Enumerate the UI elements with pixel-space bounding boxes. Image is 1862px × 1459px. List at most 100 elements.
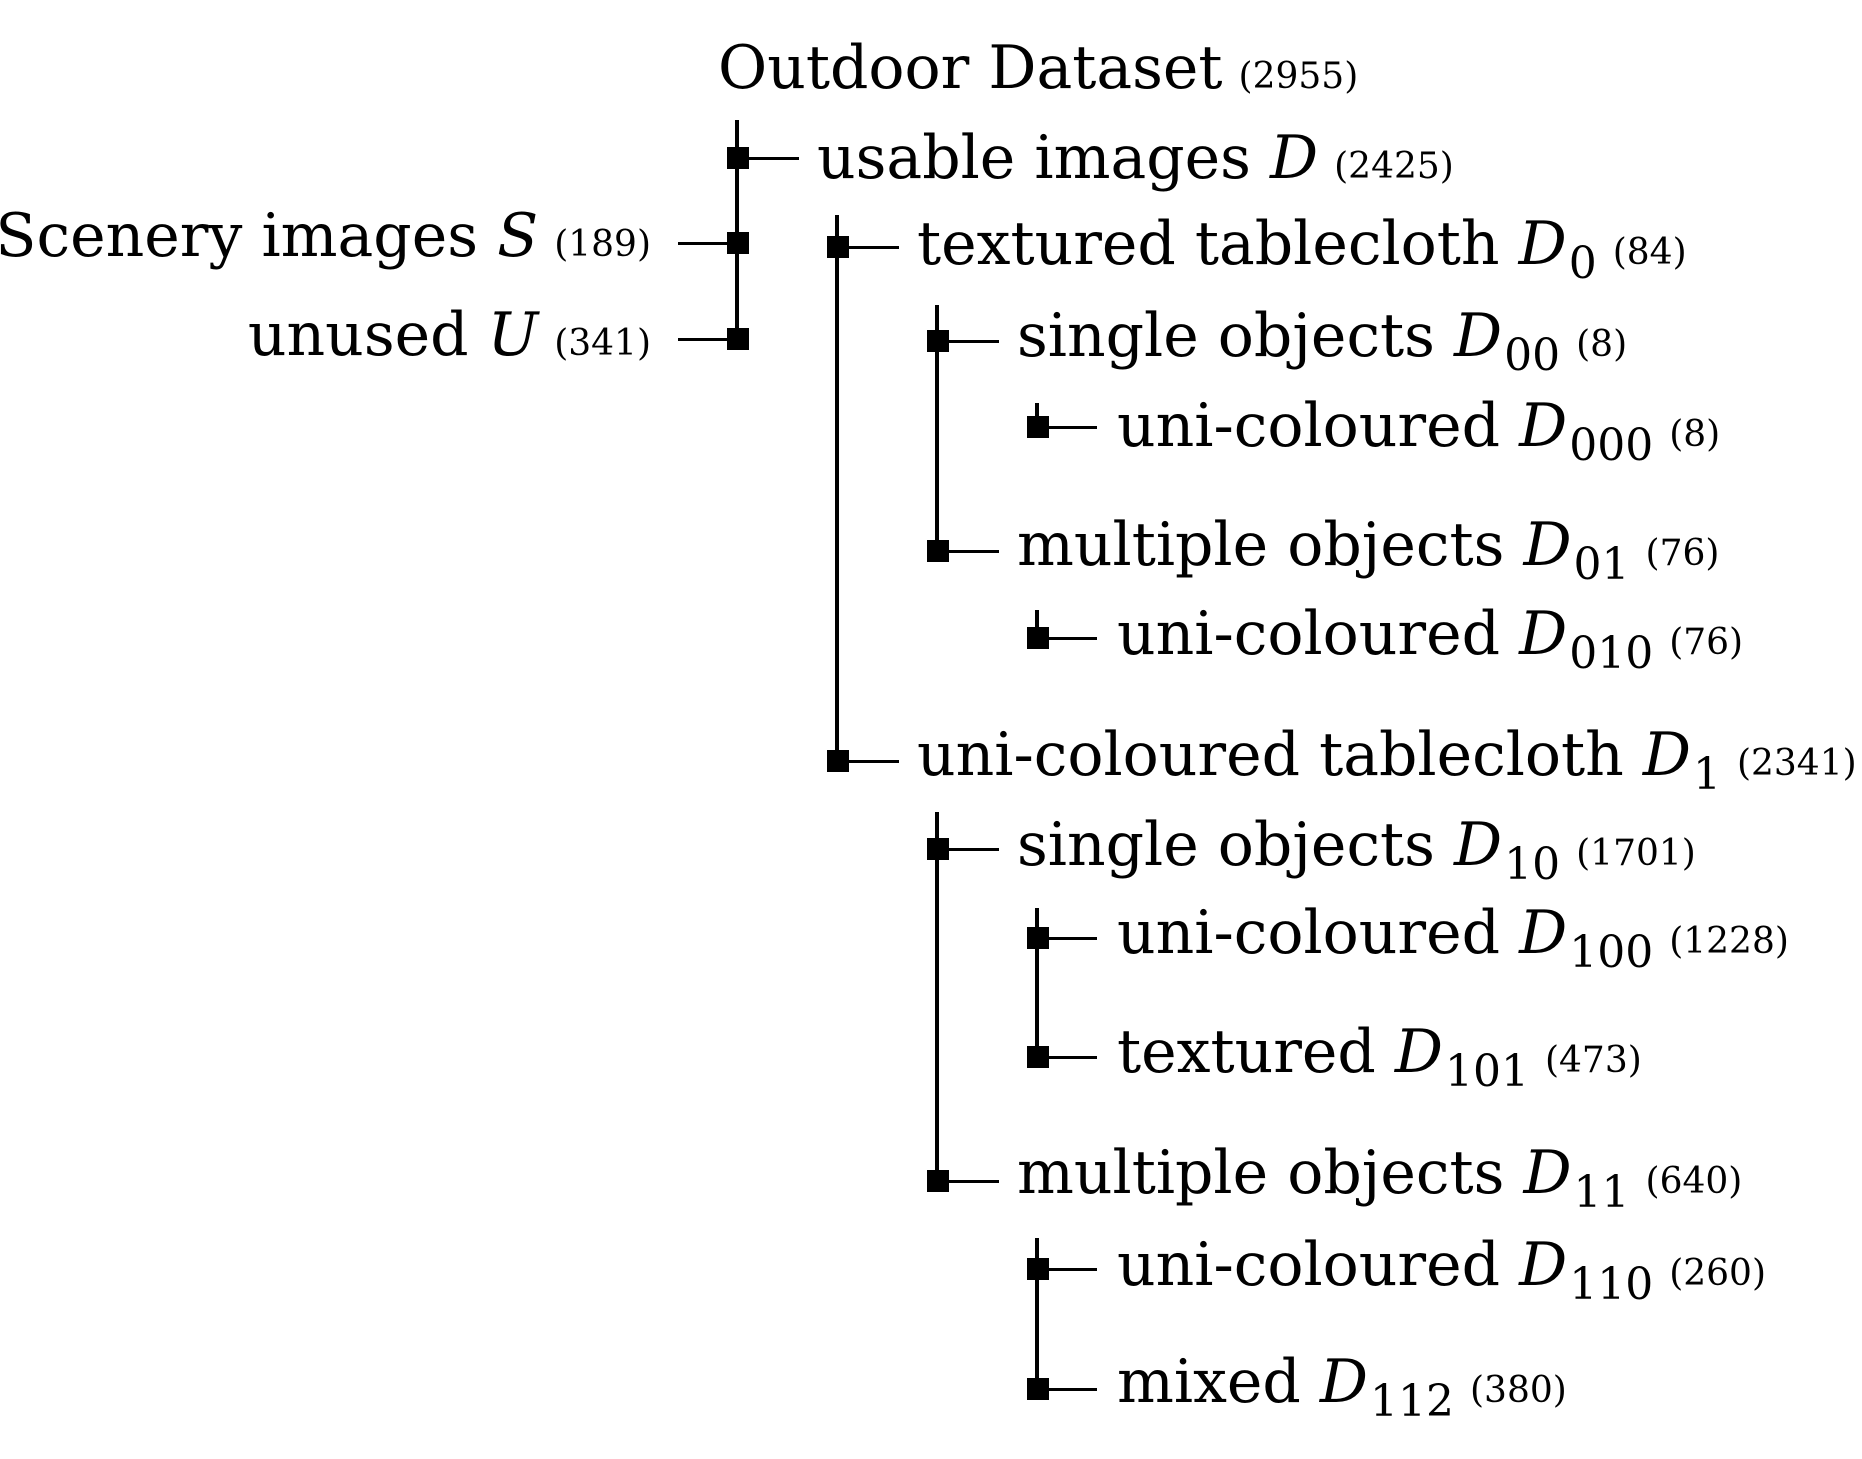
d01-subscript: 01 [1573,539,1630,590]
d0-symbol: D [1518,209,1567,279]
d1-subscript: 1 [1692,749,1721,800]
d101-label: textured [1117,1017,1376,1087]
d010-count: (76) [1669,622,1744,663]
edge-d110 [1037,1268,1097,1271]
d00-subscript: 00 [1504,330,1561,381]
node-marker-d10 [927,838,949,860]
d010-subscript: 010 [1569,628,1654,679]
d0-label: textured tablecloth [917,209,1500,279]
trunk-d11 [1035,1238,1039,1390]
trunk-d1 [935,812,939,1182]
scenery-symbol: S [497,201,539,271]
node-marker-d010 [1027,627,1049,649]
uni-coloured-d010-node: uni-coloured D010(76) [1117,604,1744,676]
usable-label: usable images [817,123,1251,193]
edge-d100 [1037,937,1097,940]
d000-count: (8) [1669,414,1721,455]
d11-subscript: 11 [1573,1167,1630,1218]
edge-d01 [937,550,999,553]
node-marker-d11 [927,1170,949,1192]
scenery-count: (189) [554,224,651,265]
root-label: Outdoor Dataset [718,33,1223,103]
uni-coloured-d000-node: uni-coloured D000(8) [1117,396,1721,468]
node-marker-d110 [1027,1258,1049,1280]
d01-count: (76) [1645,533,1720,574]
node-marker-d101 [1027,1046,1049,1068]
d101-subscript: 101 [1445,1046,1529,1097]
d00-label: single objects [1017,301,1435,371]
node-marker-d112 [1027,1378,1049,1400]
unused-symbol: U [487,300,539,370]
trunk-root [735,120,739,340]
d110-subscript: 110 [1569,1259,1654,1310]
mixed-d112-node: mixed D112(380) [1117,1352,1567,1424]
d00-count: (8) [1576,324,1628,365]
uni-coloured-d100-node: uni-coloured D100(1228) [1117,903,1789,975]
node-marker-d1 [827,750,849,772]
multiple-objects-d11-node: multiple objects D11(640) [1017,1143,1743,1215]
node-marker-d00 [927,330,949,352]
d100-subscript: 100 [1569,927,1654,978]
trunk-d00 [1035,403,1039,428]
scenery-images-node: Scenery images S(189) [0,206,651,266]
uni-coloured-tablecloth-node: uni-coloured tablecloth D1(2341) [917,725,1857,797]
unused-count: (341) [554,323,651,364]
d11-label: multiple objects [1017,1138,1505,1208]
d112-count: (380) [1470,1370,1567,1411]
d000-subscript: 000 [1569,420,1654,471]
d110-label: uni-coloured [1117,1230,1501,1300]
d110-symbol: D [1519,1230,1568,1300]
edge-d112 [1037,1388,1097,1391]
d100-count: (1228) [1669,921,1789,962]
d0-count: (84) [1612,232,1687,273]
textured-tablecloth-node: textured tablecloth D0(84) [917,214,1687,286]
single-objects-d10-node: single objects D10(1701) [1017,815,1696,887]
d1-count: (2341) [1736,743,1857,784]
edge-d10 [937,848,999,851]
trunk-d01 [1035,610,1039,640]
node-marker-unused [727,328,749,350]
d1-symbol: D [1642,720,1691,790]
unused-node: unused U(341) [248,305,651,365]
d000-symbol: D [1519,391,1568,461]
d112-subscript: 112 [1370,1376,1455,1427]
edge-d000 [1037,426,1097,429]
d101-symbol: D [1394,1017,1443,1087]
d10-count: (1701) [1576,833,1696,874]
textured-d101-node: textured D101(473) [1117,1022,1642,1094]
node-marker-d01 [927,540,949,562]
edge-d1 [837,760,899,763]
d010-label: uni-coloured [1117,599,1501,669]
d10-symbol: D [1454,810,1503,880]
d100-label: uni-coloured [1117,898,1501,968]
edge-d00 [937,340,999,343]
d01-label: multiple objects [1017,510,1505,580]
edge-unused [678,338,737,341]
edge-usable [737,157,799,160]
node-marker-d100 [1027,927,1049,949]
d110-count: (260) [1669,1253,1767,1294]
node-marker-d0 [827,236,849,258]
edge-scenery [678,242,737,245]
edge-d11 [937,1180,999,1183]
d11-symbol: D [1523,1138,1572,1208]
unused-label: unused [247,300,469,370]
d000-label: uni-coloured [1117,391,1501,461]
d11-count: (640) [1645,1161,1743,1202]
node-marker-usable [727,147,749,169]
d112-label: mixed [1117,1347,1301,1417]
d112-symbol: D [1319,1347,1369,1417]
edge-d010 [1037,637,1097,640]
single-objects-d00-node: single objects D00(8) [1017,306,1628,378]
d00-symbol: D [1454,301,1503,371]
d0-subscript: 0 [1568,238,1597,289]
d01-symbol: D [1523,510,1572,580]
trunk-d10 [1035,908,1039,1058]
d10-label: single objects [1017,810,1435,880]
d1-label: uni-coloured tablecloth [917,720,1624,790]
d10-subscript: 10 [1504,839,1561,890]
root-count: (2955) [1238,56,1359,97]
d010-symbol: D [1519,599,1568,669]
node-marker-d000 [1027,416,1049,438]
